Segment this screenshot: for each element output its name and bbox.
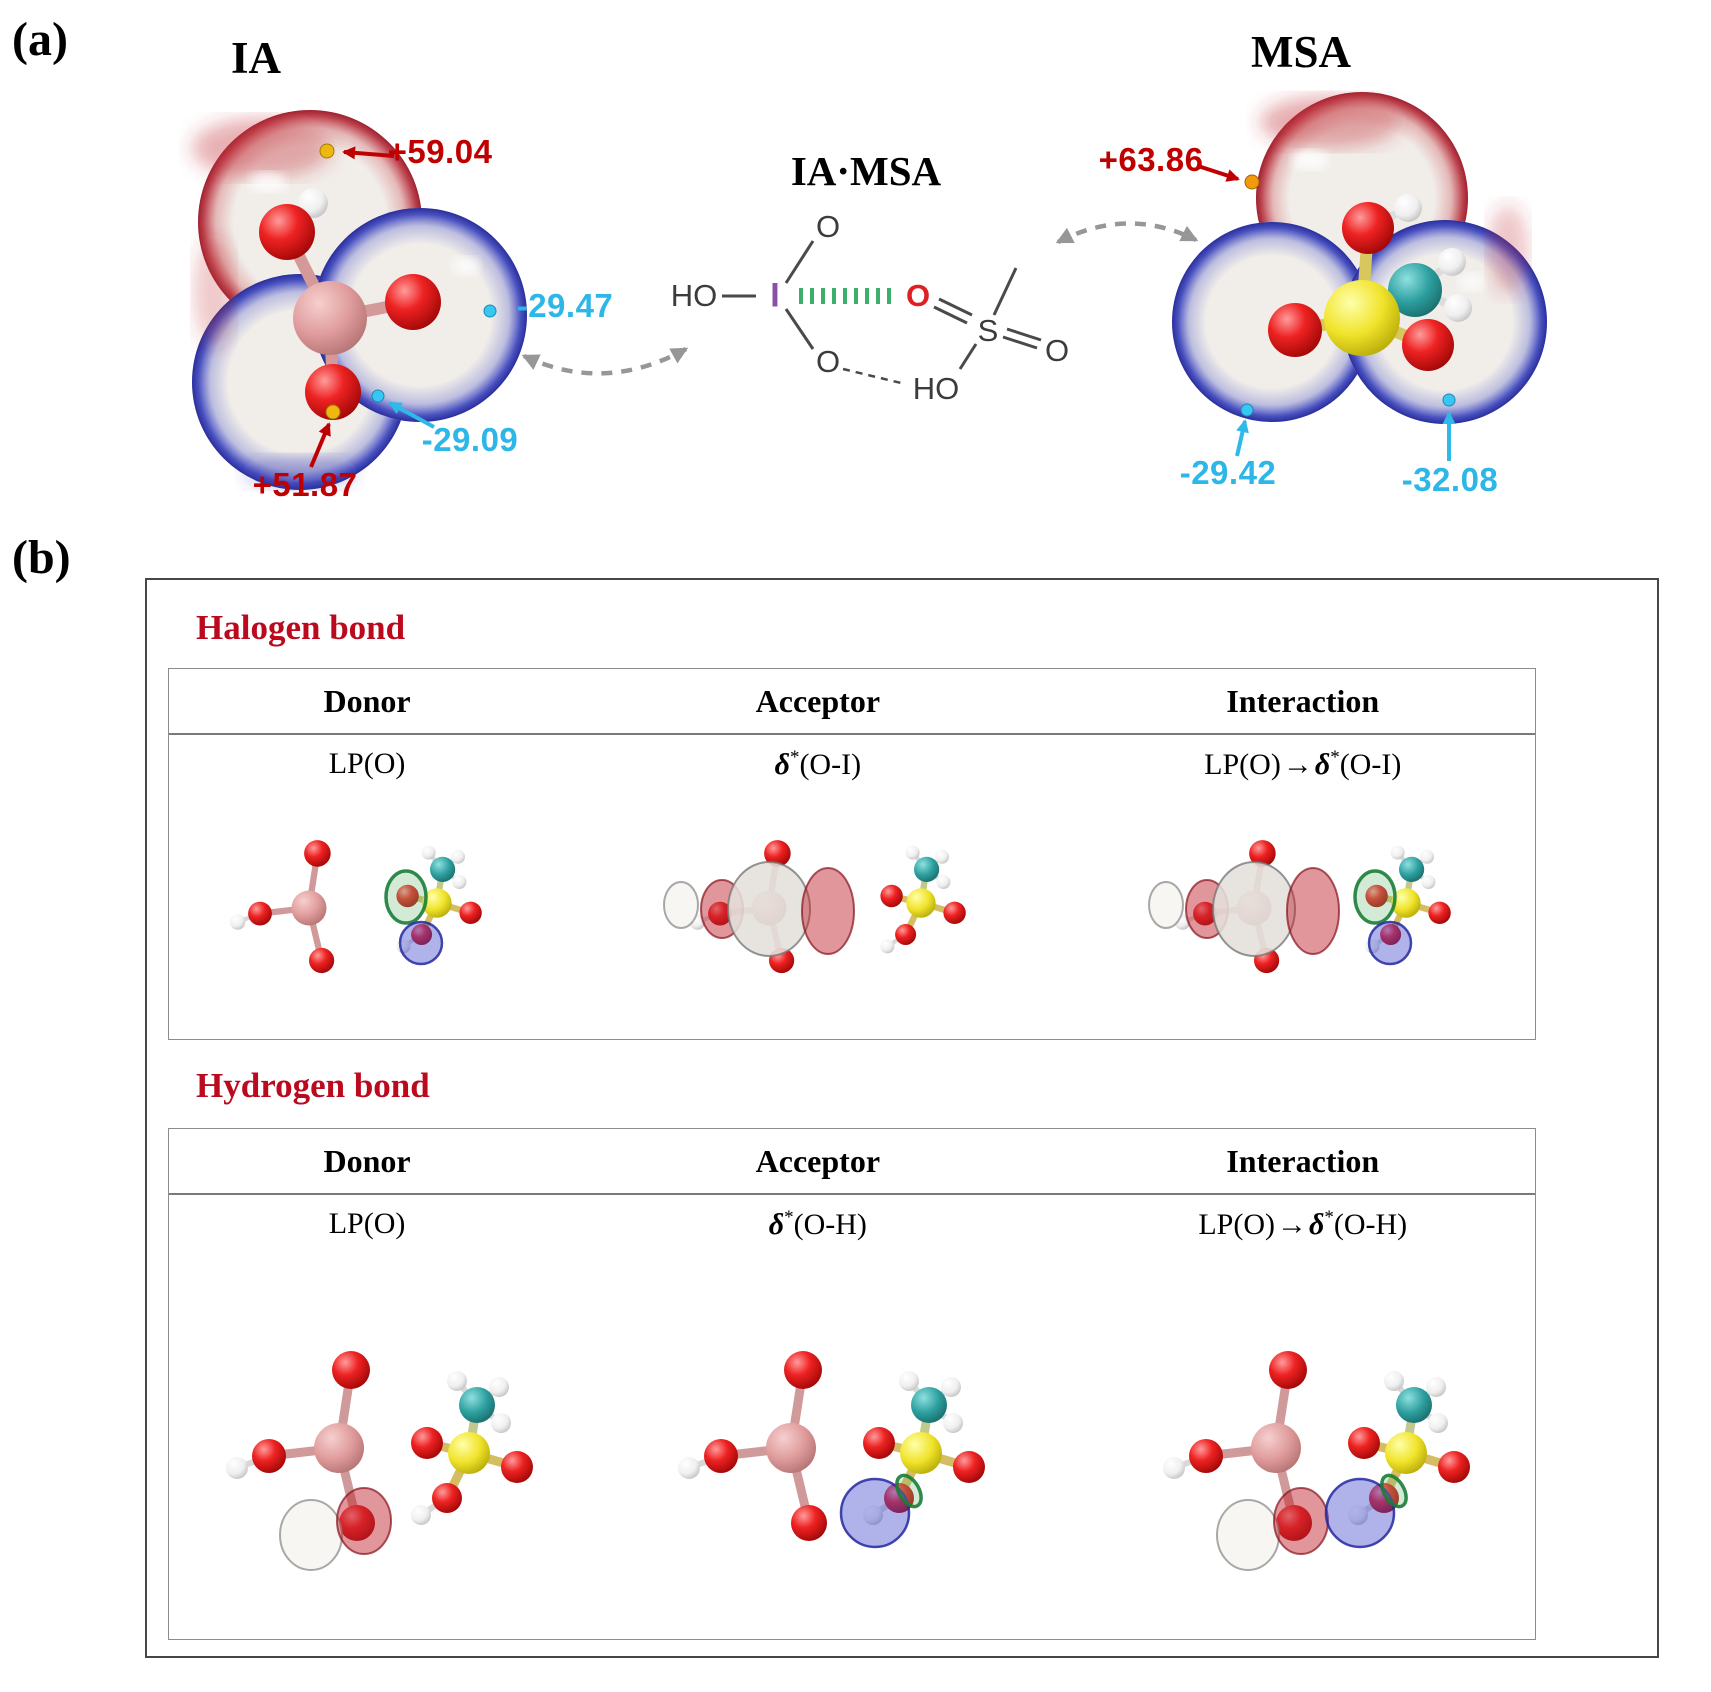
ia-esp-max-top-value: +59.04 bbox=[387, 133, 493, 170]
bond-label: (O-H) bbox=[1333, 1207, 1408, 1241]
hydrogen-donor-orbital: LP(O) bbox=[328, 1207, 406, 1240]
hydrogen-bond-heading: Hydrogen bond bbox=[196, 1066, 430, 1105]
halogen-col-acceptor: Acceptor bbox=[755, 682, 881, 719]
hydrogen-donor-figure bbox=[226, 1351, 533, 1571]
correspondence-arrows bbox=[521, 221, 1199, 376]
hydrogen-interaction-figure bbox=[1163, 1351, 1470, 1571]
structure-sulfur-label: S bbox=[977, 313, 999, 348]
hydrogen-col-interaction: Interaction bbox=[1226, 1142, 1380, 1179]
annotation-arrows bbox=[309, 146, 1456, 468]
bond-label: (O-H) bbox=[793, 1207, 867, 1241]
hydrogen-bond-dashed-line bbox=[842, 367, 902, 385]
msa-title: MSA bbox=[1251, 27, 1351, 77]
halogen-interaction-figure bbox=[1148, 840, 1451, 973]
left-double-arrow bbox=[521, 347, 689, 376]
star-symbol: * bbox=[1324, 1206, 1334, 1228]
structure-o-right-label: O bbox=[1044, 333, 1070, 368]
structure-o-bridge-label: O bbox=[905, 278, 931, 313]
halogen-col-donor: Donor bbox=[323, 682, 411, 719]
ia-max-bottom-arrow bbox=[309, 422, 331, 468]
ia-esp-min-bottom-value: -29.09 bbox=[421, 421, 519, 458]
structure-iodine-label: I bbox=[770, 276, 780, 315]
hydrogen-table: Donor Acceptor Interaction LP(O) δ*(O-H)… bbox=[168, 1128, 1536, 1640]
halogen-table: Donor Acceptor Interaction LP(O) δ*(O-I)… bbox=[168, 668, 1536, 1040]
ia-esp-min-right-value: -29.47 bbox=[516, 287, 614, 324]
ia-esp-max-bottom-value: +51.87 bbox=[252, 466, 358, 503]
msa-molecule bbox=[1268, 194, 1472, 371]
complex-title: IA·MSA bbox=[790, 148, 942, 194]
msa-esp-min-left-value: -29.42 bbox=[1179, 454, 1277, 491]
halogen-bond-ticks bbox=[799, 288, 891, 304]
hydrogen-col-acceptor: Acceptor bbox=[755, 1142, 881, 1179]
hydrogen-orbital-figures bbox=[169, 1253, 1535, 1571]
halogen-acceptor-figure bbox=[663, 840, 966, 973]
panel-a-graphics bbox=[192, 92, 1547, 490]
ia-title: IA bbox=[230, 33, 282, 83]
hydrogen-acceptor-orbital: δ*(O-H) bbox=[565, 1207, 1070, 1242]
ia-min-bottom-arrow bbox=[388, 401, 435, 429]
right-double-arrow bbox=[1055, 221, 1199, 245]
msa-esp-extrema-dots bbox=[1240, 174, 1456, 417]
donor-part: LP(O) bbox=[1204, 747, 1281, 781]
halogen-interaction-orbital: LP(O)→δ*(O-I) bbox=[1071, 747, 1535, 782]
halogen-donor-orbital: LP(O) bbox=[328, 747, 406, 780]
ia-molecule bbox=[259, 188, 441, 420]
structure-ho-left-label: HO bbox=[670, 278, 718, 313]
bond-label: (O-I) bbox=[799, 747, 862, 781]
msa-esp-min-right-value: -32.08 bbox=[1401, 461, 1499, 498]
delta-symbol: δ bbox=[1308, 1207, 1325, 1241]
msa-esp-surface bbox=[1172, 92, 1547, 424]
halogen-donor-figure bbox=[230, 840, 482, 973]
hydrogen-orbital-labels: LP(O) δ*(O-H) LP(O)→δ*(O-H) bbox=[169, 1195, 1535, 1253]
delta-symbol: δ bbox=[1314, 747, 1331, 781]
ia-max-top-arrow bbox=[342, 146, 395, 160]
panel-a-label: (a) bbox=[12, 13, 68, 66]
interaction-arrow: → bbox=[1276, 1207, 1307, 1241]
halogen-orbital-figures bbox=[169, 793, 1535, 1039]
hydrogen-table-header: Donor Acceptor Interaction bbox=[169, 1129, 1535, 1195]
halogen-orbital-labels: LP(O) δ*(O-I) LP(O)→δ*(O-I) bbox=[169, 735, 1535, 793]
structure-ho-right-label: HO bbox=[912, 371, 960, 406]
halogen-table-header: Donor Acceptor Interaction bbox=[169, 669, 1535, 735]
halogen-bond-heading: Halogen bond bbox=[196, 608, 406, 647]
interaction-arrow: → bbox=[1282, 747, 1313, 781]
star-symbol: * bbox=[1330, 746, 1340, 768]
msa-max-top-arrow bbox=[1197, 164, 1240, 182]
hydrogen-acceptor-figure bbox=[678, 1351, 985, 1549]
panel-b-label: (b) bbox=[12, 531, 71, 584]
ia-esp-surface bbox=[192, 110, 527, 490]
msa-esp-max-top-value: +63.86 bbox=[1098, 141, 1204, 178]
hydrogen-interaction-orbital: LP(O)→δ*(O-H) bbox=[1071, 1207, 1535, 1242]
halogen-col-interaction: Interaction bbox=[1226, 682, 1380, 719]
structure-o-bottom-label: O bbox=[815, 344, 841, 379]
msa-min-left-arrow bbox=[1235, 419, 1249, 457]
star-symbol: * bbox=[789, 746, 800, 768]
donor-part: LP(O) bbox=[1198, 1207, 1275, 1241]
bond-label: (O-I) bbox=[1339, 747, 1402, 781]
hydrogen-col-donor: Donor bbox=[323, 1142, 411, 1179]
structure-o-top-label: O bbox=[815, 209, 841, 244]
delta-symbol: δ bbox=[774, 747, 790, 781]
ia-esp-extrema-dots bbox=[319, 143, 497, 420]
panel-b-box bbox=[145, 578, 1659, 1658]
star-symbol: * bbox=[784, 1206, 794, 1228]
complex-structure-bonds bbox=[722, 240, 1042, 385]
halogen-acceptor-orbital: δ*(O-I) bbox=[565, 747, 1070, 782]
delta-symbol: δ bbox=[768, 1207, 785, 1241]
